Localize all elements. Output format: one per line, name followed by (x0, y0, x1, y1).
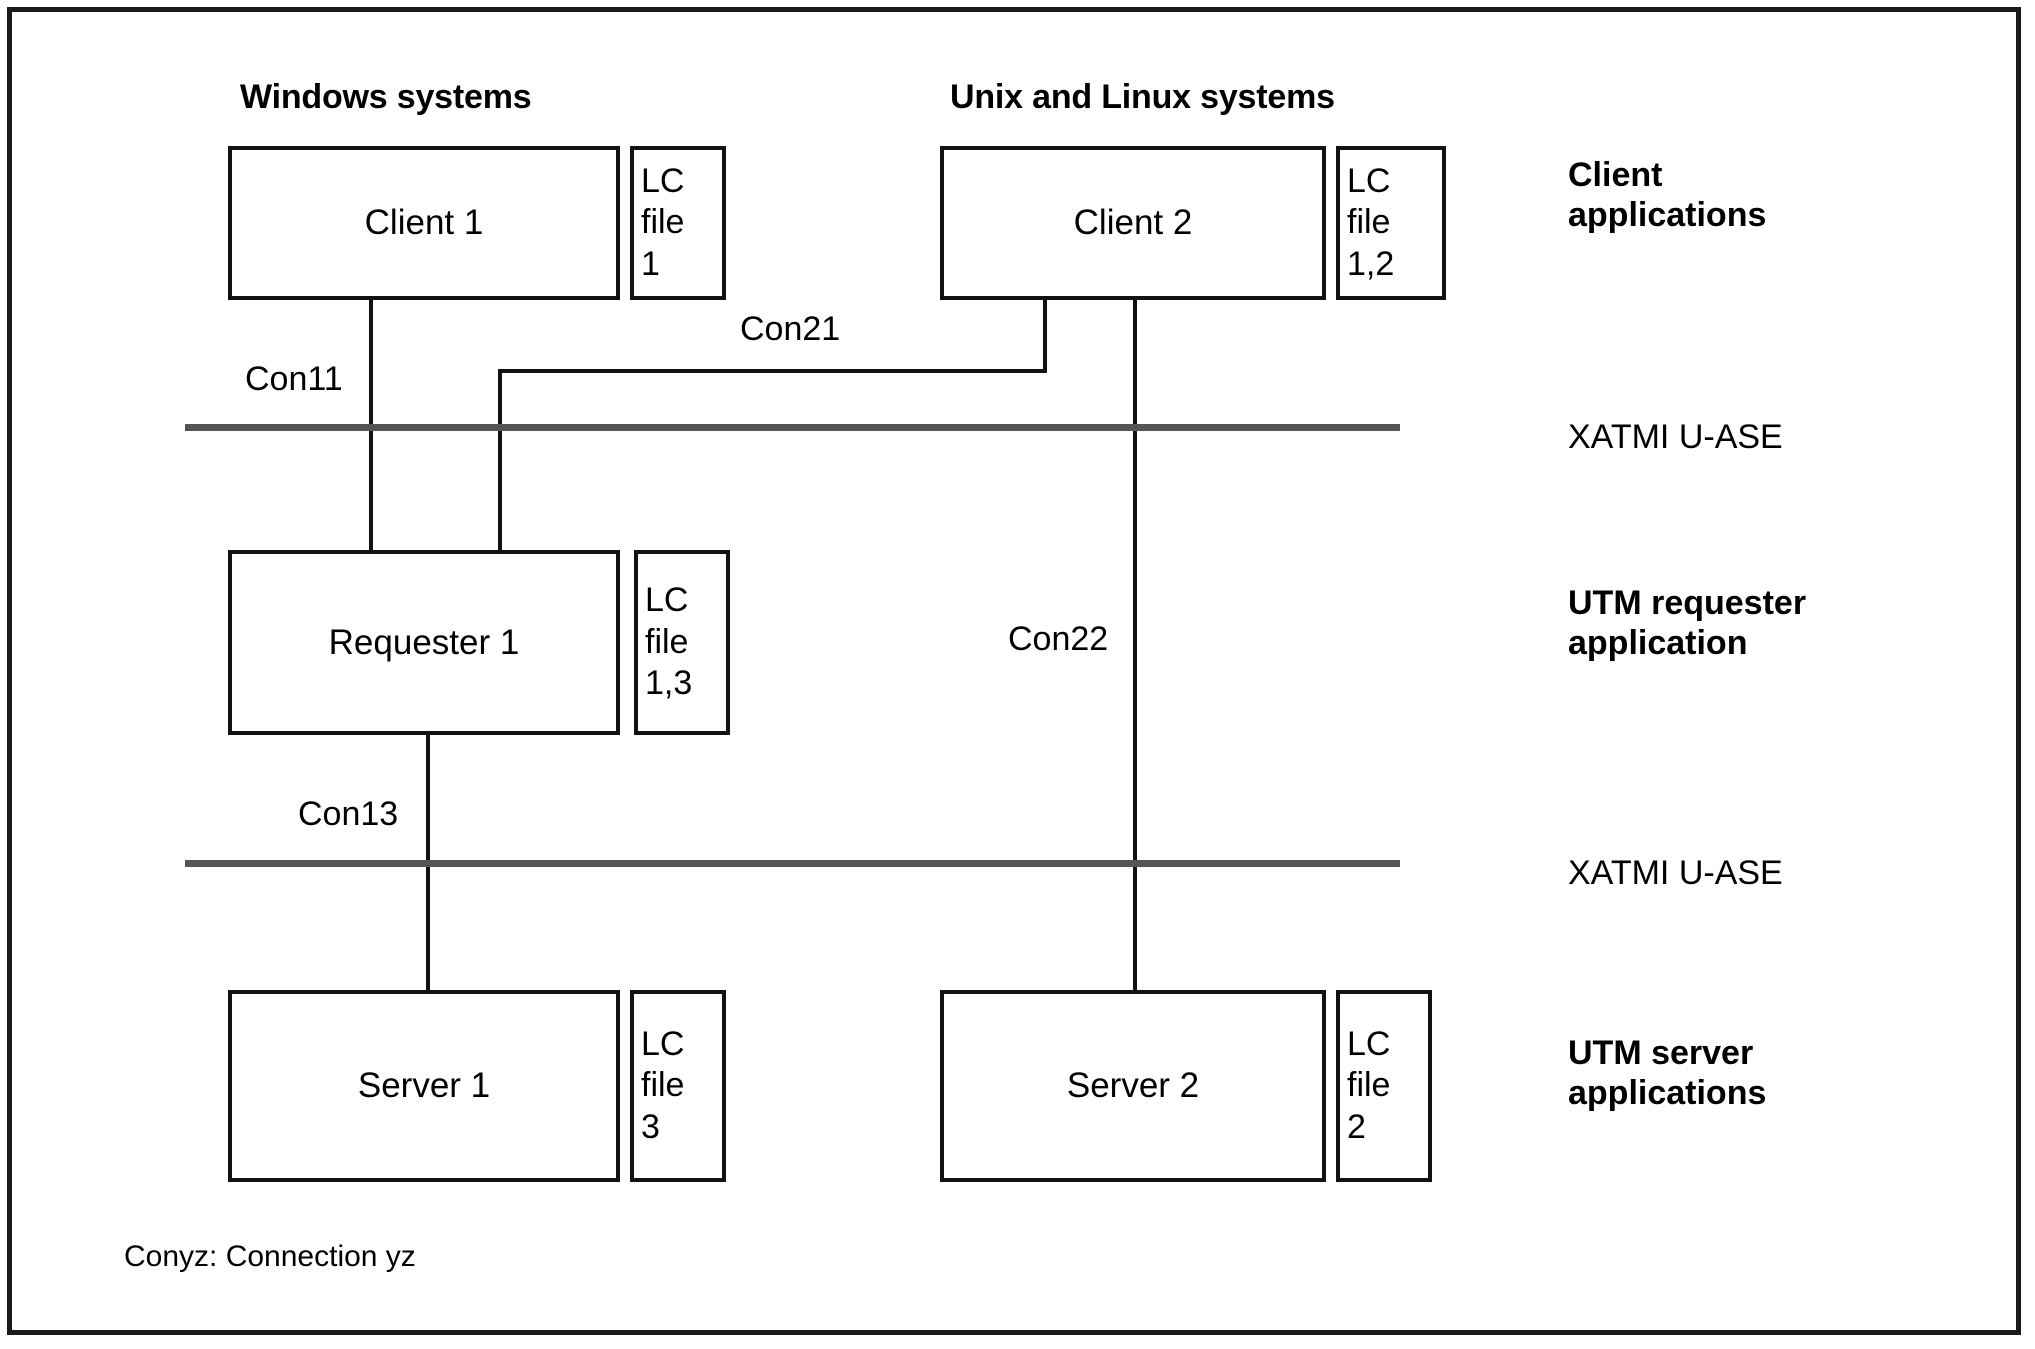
lc-file-line-1: LC (1347, 1024, 1391, 1063)
lc-file-box-requester-1: LC file 1,3 (634, 550, 730, 735)
lc-file-box-client-2: LC file 1,2 (1336, 146, 1446, 300)
lc-file-line-1: LC (645, 581, 689, 620)
tier-label-client-applications: Client applications (1568, 155, 1766, 235)
node-client-1[interactable]: Client 1 (228, 146, 620, 300)
tier-label-line-2: applications (1568, 196, 1767, 235)
tier-label-utm-requester-application: UTM requester application (1568, 583, 1806, 663)
tier-label-line-1: UTM server (1568, 1034, 1754, 1072)
lc-file-line-2: file (641, 203, 685, 242)
separator-label-upper: XATMI U-ASE (1568, 418, 1783, 456)
lc-file-line-3: 1 (641, 244, 660, 283)
connection-label-con21: Con21 (740, 310, 841, 348)
node-server-1-label: Server 1 (357, 1066, 491, 1105)
lc-file-line-1: LC (641, 161, 685, 200)
connection-label-con11: Con11 (245, 360, 343, 398)
separator-rule-lower (185, 860, 1400, 867)
node-server-2[interactable]: Server 2 (940, 990, 1326, 1182)
lc-file-box-server-1: LC file 3 (630, 990, 726, 1182)
node-requester-1[interactable]: Requester 1 (228, 550, 620, 735)
footnote-legend: Conyz: Connection yz (124, 1240, 416, 1273)
lc-file-line-2: file (645, 622, 689, 661)
separator-rule-upper (185, 424, 1400, 431)
node-client-2[interactable]: Client 2 (940, 146, 1326, 300)
diagram-frame (7, 7, 2021, 1335)
connection-label-con22: Con22 (1008, 620, 1109, 658)
tier-label-line-2: applications (1568, 1074, 1767, 1113)
tier-label-line-2: application (1568, 624, 1748, 663)
lc-file-line-1: LC (641, 1024, 685, 1063)
group-title-unix-linux: Unix and Linux systems (950, 78, 1335, 116)
lc-file-line-1: LC (1347, 161, 1391, 200)
connector-con21-vertical (498, 369, 502, 550)
connector-con22-vertical (1133, 300, 1137, 990)
tier-label-line-1: UTM requester (1568, 584, 1807, 622)
lc-file-box-client-1: LC file 1 (630, 146, 726, 300)
lc-file-box-server-2: LC file 2 (1336, 990, 1432, 1182)
separator-label-lower: XATMI U-ASE (1568, 854, 1783, 892)
node-server-1[interactable]: Server 1 (228, 990, 620, 1182)
lc-file-line-3: 3 (641, 1107, 660, 1146)
lc-file-line-3: 1,3 (645, 664, 693, 703)
lc-file-line-2: file (1347, 1066, 1391, 1105)
tier-label-utm-server-applications: UTM server applications (1568, 1033, 1766, 1113)
lc-file-line-2: file (1347, 203, 1391, 242)
lc-file-line-3: 1,2 (1347, 244, 1395, 283)
group-title-windows: Windows systems (240, 78, 532, 116)
node-client-1-label: Client 1 (364, 203, 484, 242)
connector-con21-drop (1043, 300, 1047, 372)
lc-file-line-2: file (641, 1066, 685, 1105)
node-client-2-label: Client 2 (1073, 203, 1193, 242)
node-server-2-label: Server 2 (1066, 1066, 1200, 1105)
lc-file-line-3: 2 (1347, 1107, 1366, 1146)
node-requester-1-label: Requester 1 (328, 622, 520, 662)
connection-label-con13: Con13 (298, 795, 399, 833)
connector-con21-horizontal (498, 369, 1047, 373)
tier-label-line-1: Client (1568, 156, 1663, 194)
